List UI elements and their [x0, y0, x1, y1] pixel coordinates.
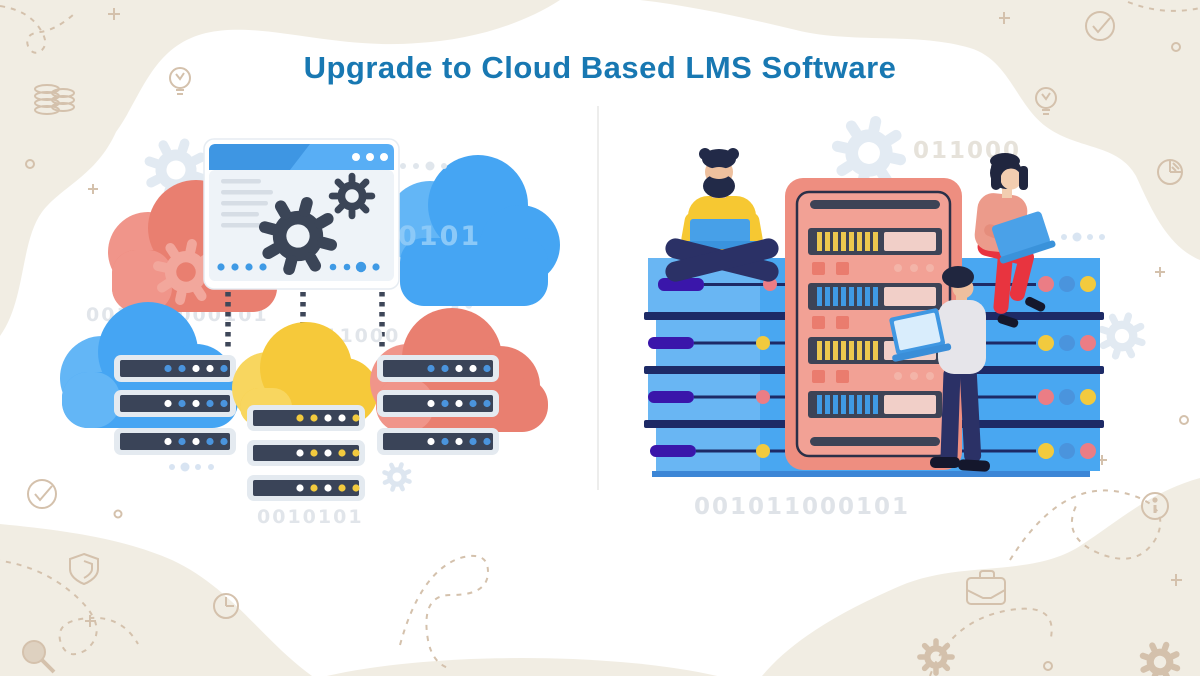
- lightbulb-icon: [1035, 87, 1057, 115]
- rack-tower: [785, 178, 962, 470]
- lightbulb-icon: [169, 67, 191, 95]
- rack-unit: [808, 283, 942, 310]
- server-row: [377, 355, 499, 382]
- server-row: [114, 428, 236, 455]
- server-row: [247, 475, 365, 501]
- info-icon: [1141, 492, 1169, 520]
- dashed-path: [399, 554, 490, 669]
- binary-label: 0101: [398, 221, 481, 252]
- dashed-path: [1009, 489, 1162, 561]
- binary-label: 001011000101: [694, 494, 910, 520]
- browser-window: [203, 138, 400, 290]
- shoes: [930, 457, 990, 472]
- rack-gap: [812, 262, 934, 275]
- rack-gap: [812, 316, 849, 329]
- briefcase-icon: [966, 570, 1006, 605]
- rack-right-leds: [1038, 276, 1096, 459]
- shield-icon: [69, 552, 99, 586]
- binary-label: 0010101: [257, 506, 364, 528]
- plus-icon: [85, 615, 96, 627]
- person-sitting-man: [665, 148, 779, 282]
- blue-cloud: 0101: [386, 155, 560, 306]
- right-illustration-server-room: 011000: [644, 115, 1180, 520]
- rack-plugs: [648, 278, 704, 457]
- crossed-legs: [665, 238, 779, 282]
- high-heels: [997, 296, 1046, 328]
- circle-icon: [113, 509, 123, 519]
- window-dots: [352, 153, 388, 161]
- circle-icon: [1043, 661, 1053, 671]
- window-bottom-dots: [217, 261, 380, 273]
- server-stack: [377, 355, 499, 455]
- server-row: [114, 355, 236, 382]
- server-row: [247, 405, 365, 431]
- check-circle-icon: [27, 479, 57, 509]
- dots-decor: [400, 161, 447, 171]
- dashed-path: [0, 5, 75, 54]
- check-circle-icon: [1085, 11, 1115, 41]
- magnifier-icon: [22, 640, 56, 674]
- server-row: [114, 390, 236, 417]
- rack-left-leds: [756, 277, 777, 458]
- dashed-path: [0, 559, 139, 656]
- server-stack: [114, 355, 236, 455]
- plus-icon: [108, 8, 120, 20]
- clock-icon: [213, 593, 239, 619]
- dots-decor: [1061, 232, 1105, 242]
- server-stack: [247, 405, 365, 501]
- panel-divider: [597, 106, 599, 490]
- rack-unit: [808, 391, 942, 418]
- left-illustration-cloud-servers: 001011000101 0101: [60, 115, 560, 528]
- rack-gap: [812, 370, 934, 383]
- laptop: [889, 308, 952, 362]
- person-standing-man: [889, 266, 990, 472]
- pie-chart-icon: [1157, 159, 1183, 185]
- server-row: [377, 428, 499, 455]
- rack-unit: [808, 228, 942, 255]
- circle-icon: [1171, 42, 1181, 52]
- dots-decor: [169, 462, 214, 472]
- person-sitting-woman: [974, 153, 1056, 328]
- page-title: Upgrade to Cloud Based LMS Software: [303, 50, 897, 85]
- blue-cloud-server-group: [60, 302, 238, 472]
- circle-icon: [1179, 415, 1189, 425]
- circle-icon: [25, 159, 35, 169]
- yellow-cloud-server-group: 0010101: [232, 322, 378, 528]
- server-row: [377, 390, 499, 417]
- red-cloud-server-group: [370, 308, 548, 455]
- coins-icon: [34, 84, 75, 115]
- text-lines: [221, 179, 273, 228]
- legs-navy: [940, 367, 982, 463]
- plus-icon: [1155, 267, 1165, 277]
- plus-icon: [1171, 574, 1182, 586]
- plus-icon: [999, 12, 1010, 24]
- gear-icon: [380, 460, 414, 494]
- server-row: [247, 440, 365, 466]
- dashed-path: [1127, 1, 1200, 12]
- laptop: [992, 211, 1056, 264]
- plus-icon: [88, 184, 98, 194]
